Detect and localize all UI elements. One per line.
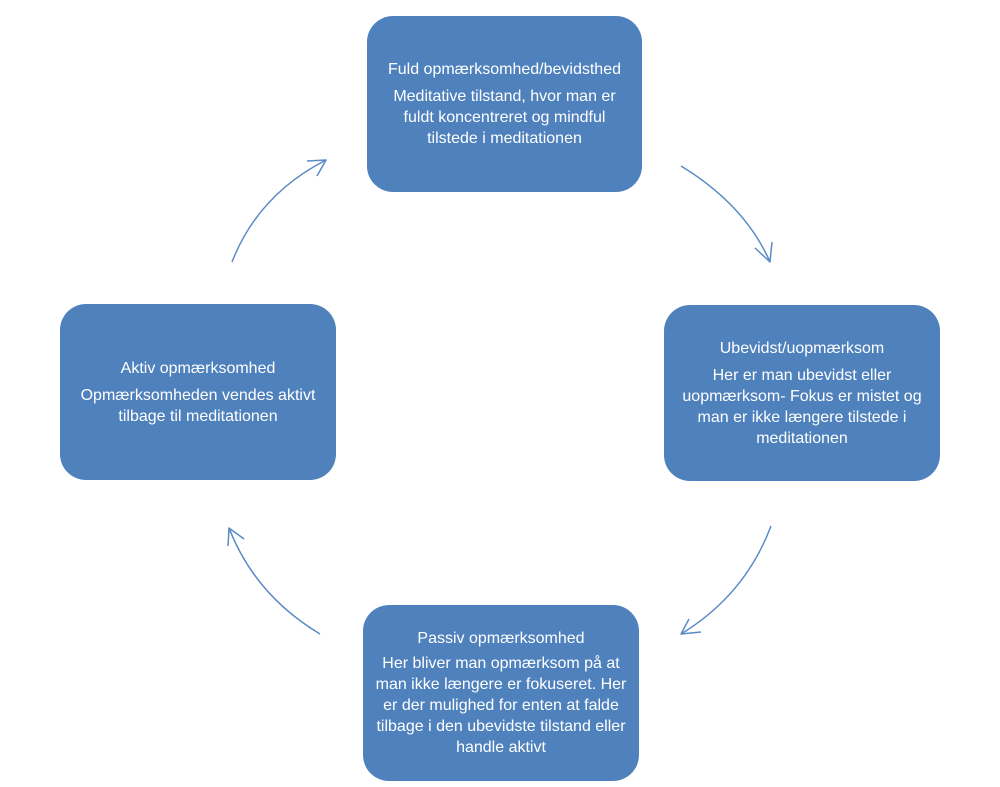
node-description: Opmærksomheden vendes aktivt tilbage til… <box>80 386 316 425</box>
node-description: Her er man ubevidst eller uopmærksom- Fo… <box>682 366 922 447</box>
arrow-right-to-bottom <box>680 525 772 635</box>
arrow-left-to-top <box>231 159 327 263</box>
node-unaware: Ubevidst/uopmærksom Her er man ubevidst … <box>664 305 940 481</box>
arrow-top-to-right <box>680 165 773 263</box>
node-title: Ubevidst/uopmærksom <box>719 339 885 357</box>
node-title: Fuld opmærksomhed/bevidsthed <box>387 61 621 78</box>
node-description: Meditative tilstand, hvor man er fuldt k… <box>393 88 616 147</box>
node-full-awareness: Fuld opmærksomhed/bevidsthed Meditative … <box>367 16 642 192</box>
node-active-awareness: Aktiv opmærksomhed Opmærksomheden vendes… <box>60 304 336 480</box>
node-title: Aktiv opmærksomhed <box>120 359 276 377</box>
node-passive-awareness: Passiv opmærksomhed Her bliver man opmær… <box>363 605 639 781</box>
node-title: Passiv opmærksomhed <box>417 630 585 647</box>
node-description: Her bliver man opmærksom på at man ikke … <box>375 655 627 756</box>
arrow-bottom-to-left <box>227 527 321 635</box>
